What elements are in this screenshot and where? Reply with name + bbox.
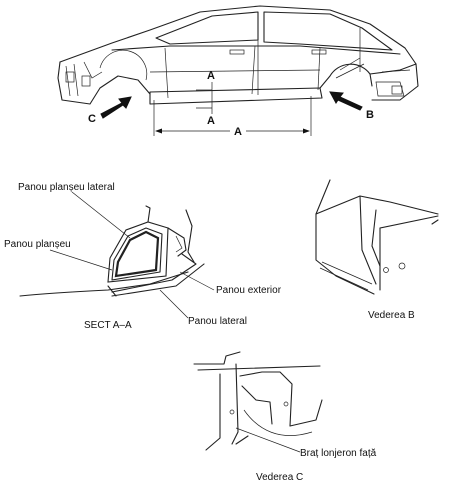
section-a-a-caption: SECT A–A	[84, 320, 132, 331]
view-c-mark: C	[88, 113, 96, 125]
label-side-panel: Panou lateral	[188, 316, 247, 327]
section-mark-a-top: A	[207, 70, 215, 82]
section-a-a-leaders	[49, 191, 215, 319]
dimension-a-label: A	[234, 126, 242, 138]
section-a-a-detail	[19, 205, 205, 297]
label-front-rail-bracket: Braț lonjeron față	[300, 448, 377, 459]
view-c-caption: Vederea C	[256, 472, 303, 483]
view-arrow-c: C	[88, 96, 132, 125]
view-arrow-b: B	[329, 91, 374, 121]
view-b-caption: Vederea B	[368, 310, 415, 321]
dimension-a: A	[153, 96, 312, 138]
car-body-illustration	[57, 5, 419, 105]
label-outer-panel: Panou exterior	[216, 285, 282, 296]
label-floor-side-panel: Panou planșeu lateral	[18, 182, 115, 193]
view-b-mark: B	[366, 109, 374, 121]
label-floor-panel: Panou planșeu	[4, 239, 71, 250]
section-line-a-a: A A	[196, 70, 215, 127]
section-mark-a-bottom: A	[207, 115, 215, 127]
view-b-detail	[315, 179, 439, 295]
view-c-detail	[193, 351, 323, 453]
